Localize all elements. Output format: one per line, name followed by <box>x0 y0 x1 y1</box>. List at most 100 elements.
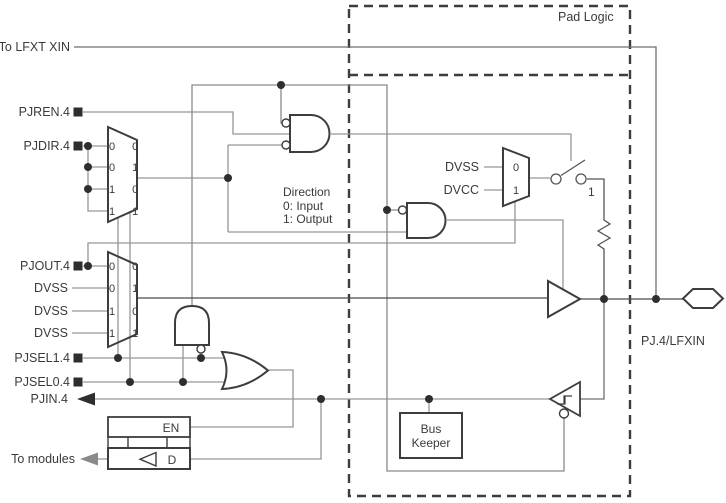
label-pull-dvss: DVSS <box>445 160 479 174</box>
enable-bubble <box>558 408 570 419</box>
latch-clock-triangle-icon <box>138 451 157 468</box>
junction-dot <box>383 206 391 214</box>
inverted-input-bubble <box>196 344 206 354</box>
dir-mux-row: 1 1 <box>109 206 145 218</box>
label-bus-keeper-2: Keeper <box>412 436 451 450</box>
direction-mux <box>107 125 138 224</box>
label-direction-title: Direction <box>283 185 330 199</box>
dir-mux-row: 0 0 <box>109 141 145 153</box>
switch-contact <box>575 173 587 185</box>
latch-legs <box>107 437 191 448</box>
inverted-input-bubble <box>281 118 291 128</box>
pull-mux-sel0: 0 <box>513 162 519 174</box>
label-d: D <box>168 453 177 467</box>
register-terminal-pjren <box>73 107 83 117</box>
register-terminal-pjout <box>73 261 83 271</box>
junction-dot <box>277 81 285 89</box>
net-pjren <box>83 111 290 135</box>
junction-dot <box>84 163 92 171</box>
register-terminal-pjdir <box>73 141 83 151</box>
net-output-enable <box>447 219 564 289</box>
inverted-input-bubble <box>397 205 408 215</box>
label-en: EN <box>163 421 180 435</box>
dir-mux-row: 1 0 <box>109 184 145 196</box>
label-direction-opt1: 1: Output <box>283 212 333 226</box>
pull-switch <box>550 159 587 185</box>
junction-dot <box>84 142 92 150</box>
label-to-lfxt-xin: To LFXT XIN <box>0 40 70 54</box>
hysteresis-icon <box>557 395 572 405</box>
junction-dot <box>126 378 134 386</box>
label-to-modules: To modules <box>11 452 75 466</box>
label-pjren: PJREN.4 <box>19 105 70 119</box>
output-buffer <box>547 279 583 319</box>
label-pjdir: PJDIR.4 <box>23 139 70 153</box>
pad-logic-region <box>347 4 632 498</box>
components <box>107 114 725 470</box>
out-mux-row: 1 1 <box>109 328 145 340</box>
pull-enable-gate <box>281 114 331 153</box>
sel-or-gate <box>220 350 270 391</box>
label-pjsel1: PJSEL1.4 <box>14 351 70 365</box>
net-pjsel0 <box>83 213 227 383</box>
label-pjsel0: PJSEL0.4 <box>14 375 70 389</box>
label-switch-closed: 1 <box>588 185 595 199</box>
labels: To LFXT XIN PJREN.4 PJDIR.4 PJOUT.4 DVSS… <box>0 10 705 467</box>
pad-logic-outer-box <box>347 4 632 498</box>
junction-dot <box>114 354 122 362</box>
net-pull-enable <box>331 133 572 161</box>
label-pad-logic: Pad Logic <box>558 10 614 24</box>
net-to-lfxt-xin <box>74 46 657 299</box>
inverted-input-bubble <box>281 140 291 150</box>
pjin-arrow-icon <box>77 392 95 406</box>
bus-keeper-box <box>399 412 463 459</box>
label-pin-name: PJ.4/LFXIN <box>641 334 705 348</box>
junction-dot <box>600 295 608 303</box>
net-pjdir-inputs <box>83 145 108 212</box>
label-direction-opt0: 0: Input <box>283 199 324 213</box>
junction-dot <box>425 395 433 403</box>
label-bus-keeper-1: Bus <box>421 422 442 436</box>
wires <box>72 46 683 472</box>
junction-dot <box>84 262 92 270</box>
label-pjout: PJOUT.4 <box>20 259 70 273</box>
sel-decode-and-gate <box>174 304 210 354</box>
input-latch <box>107 416 191 470</box>
register-terminal-pjsel0 <box>73 377 83 387</box>
net-or-to-en <box>190 369 294 428</box>
to-modules-arrow-icon <box>80 452 98 466</box>
latch-en-box <box>107 416 191 438</box>
label-dvss: DVSS <box>34 304 68 318</box>
output-enable-gate <box>397 202 447 239</box>
junction-dot <box>84 185 92 193</box>
and-gate-body <box>289 114 331 153</box>
out-mux-row: 0 1 <box>109 283 145 295</box>
junction-dot <box>224 174 232 182</box>
net-pull-resistor <box>587 178 612 299</box>
schmitt-input-buffer <box>548 380 581 419</box>
label-pjin: PJIN.4 <box>30 392 68 406</box>
dir-mux-row: 0 1 <box>109 162 145 174</box>
output-mux <box>107 250 138 349</box>
net-dvss-stubs <box>72 287 108 334</box>
net-schmitt-input <box>580 299 605 400</box>
pull-mux-sel1: 1 <box>513 185 519 197</box>
junction-dots <box>84 81 660 403</box>
net-pad-output <box>137 297 683 300</box>
out-mux-row: 1 0 <box>109 306 145 318</box>
out-mux-row: 0 0 <box>109 261 145 273</box>
terminals <box>73 107 98 466</box>
pad-pin-hexagon <box>681 288 725 309</box>
net-direction <box>137 144 407 233</box>
junction-dot <box>317 395 325 403</box>
junction-dot <box>179 378 187 386</box>
net-sel-function-feedback <box>191 84 565 472</box>
label-dvss: DVSS <box>34 326 68 340</box>
label-dvss: DVSS <box>34 281 68 295</box>
and-gate-body <box>406 202 447 239</box>
net-pullmux-io <box>484 166 550 191</box>
register-terminal-pjsel1 <box>73 353 83 363</box>
pull-direction-mux <box>502 146 530 208</box>
and-gate-body <box>174 304 210 346</box>
